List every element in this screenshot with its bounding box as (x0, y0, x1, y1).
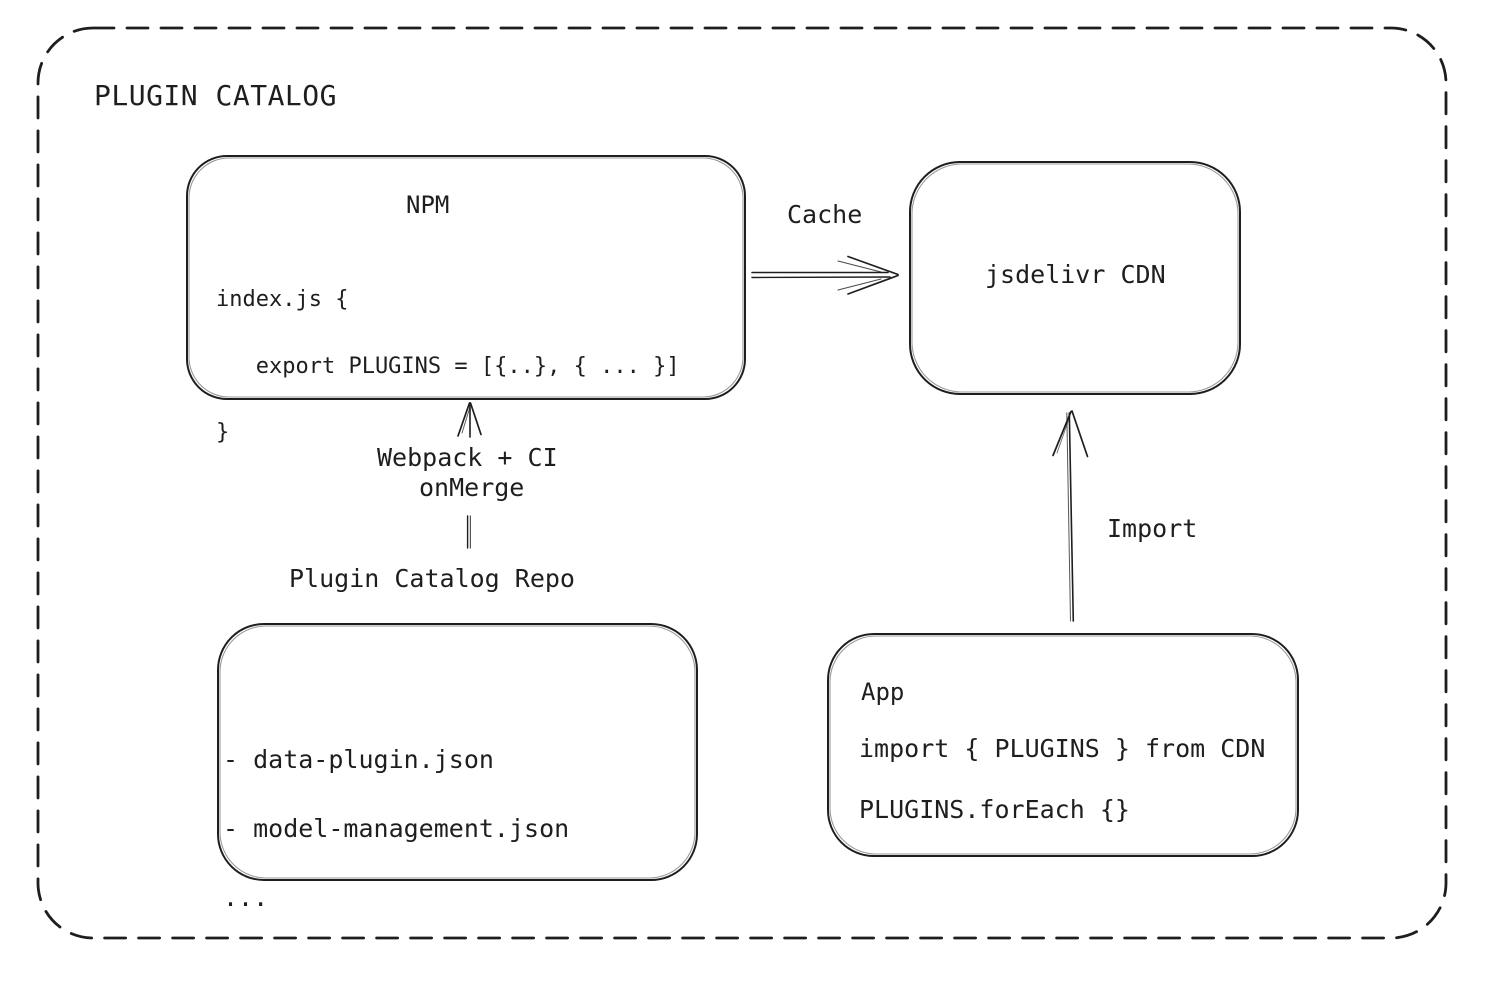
import-arrow-label: Import (1107, 514, 1198, 543)
npm-code-block: index.js { export PLUGINS = [{..}, { ...… (216, 248, 680, 485)
repo-box (217, 623, 698, 881)
cache-arrow (751, 255, 899, 295)
repo-file-item: - data-plugin.json (223, 744, 494, 774)
plugin-catalog-title: PLUGIN CATALOG (94, 79, 338, 112)
build-arrow-label-line2: onMerge (419, 473, 525, 502)
cache-arrow-label: Cache (787, 200, 863, 229)
plugin-catalog-boundary (36, 26, 1448, 940)
app-box (827, 633, 1299, 857)
repo-box-title: Plugin Catalog Repo (289, 564, 575, 593)
build-arrow (457, 402, 482, 549)
npm-code-line: index.js { (216, 286, 349, 312)
import-arrow (1052, 410, 1089, 622)
cdn-box-label: jsdelivr CDN (985, 260, 1166, 289)
app-code-line: import { PLUGINS } from CDN (859, 734, 1266, 763)
build-arrow-label-line1: Webpack + CI (377, 443, 558, 472)
npm-box-title: NPM (406, 191, 450, 219)
repo-files-list: - data-plugin.json - model-management.js… (223, 707, 569, 952)
app-code-line: PLUGINS.forEach {} (859, 795, 1130, 824)
npm-code-line: } (216, 420, 230, 446)
npm-box (186, 155, 746, 400)
npm-code-line: export PLUGINS = [{..}, { ... }] (216, 353, 680, 379)
cdn-box (909, 161, 1241, 395)
repo-file-item: - model-management.json (223, 814, 570, 844)
repo-file-item: ... (223, 883, 269, 913)
app-box-title: App (861, 678, 905, 706)
